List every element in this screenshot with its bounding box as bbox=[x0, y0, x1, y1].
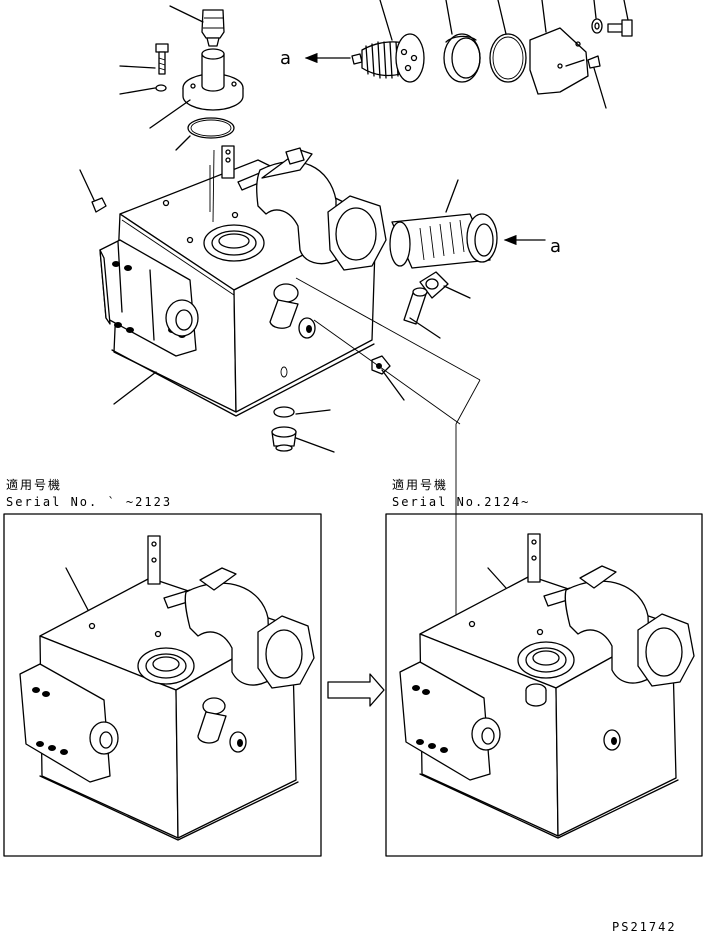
filler-neck-flange bbox=[149, 48, 244, 129]
strainer-element bbox=[389, 179, 546, 269]
tank-body bbox=[99, 145, 387, 453]
document-code: PS21742 bbox=[612, 920, 677, 934]
callout-a-right: a bbox=[550, 236, 561, 257]
main-tank-assembly bbox=[79, 0, 633, 630]
strainer-mesh bbox=[419, 219, 465, 261]
callout-a-top: a bbox=[280, 48, 291, 69]
drain-plug-left bbox=[79, 169, 107, 213]
panel-left-serial: Serial No. ` ~2123 bbox=[6, 495, 172, 509]
panel-right bbox=[385, 513, 703, 857]
panel-left-applicability: 適用号機 bbox=[6, 477, 62, 492]
right-fittings bbox=[295, 271, 481, 630]
cover-assembly bbox=[304, 0, 633, 109]
svg-text:a: a bbox=[550, 236, 561, 257]
flange-bolt bbox=[119, 43, 169, 95]
breather-cap bbox=[169, 5, 225, 47]
transition-arrow bbox=[327, 673, 385, 707]
svg-text:a: a bbox=[280, 48, 291, 69]
panel-left bbox=[3, 513, 322, 857]
o-ring-top bbox=[175, 117, 235, 151]
panel-right-serial: Serial No.2124~ bbox=[392, 495, 530, 509]
spring bbox=[365, 41, 399, 79]
panel-right-applicability: 適用号機 bbox=[392, 477, 448, 492]
